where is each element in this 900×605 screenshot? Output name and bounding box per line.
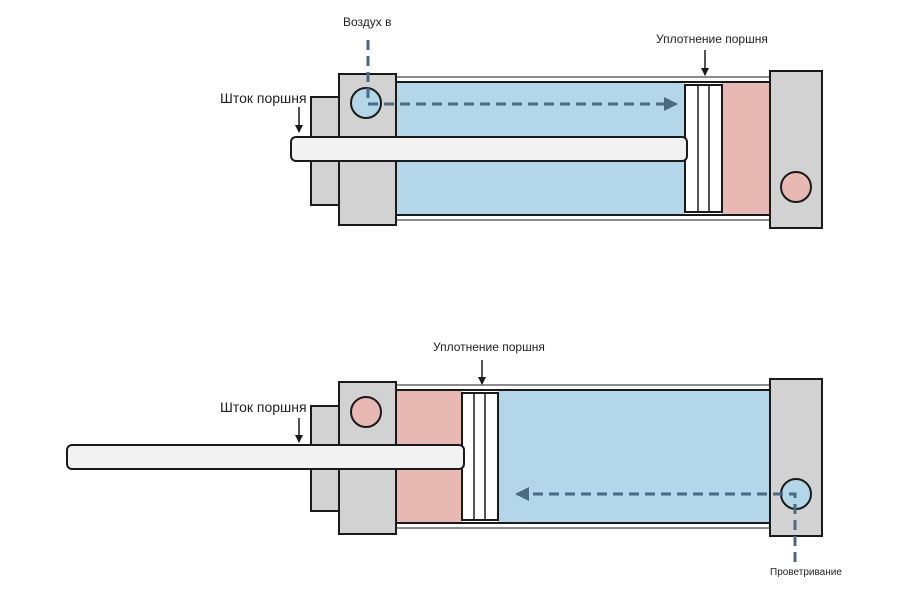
vent-chamber [722, 82, 770, 215]
flow-arrow-icon [366, 40, 678, 111]
top-piston-seal-label: Уплотнение поршня [656, 32, 768, 46]
vent-label: Проветривание [770, 567, 842, 578]
vent-port-icon [350, 396, 382, 428]
bottom-piston-rod-label: Шток поршня [220, 399, 307, 415]
piston-rod [290, 136, 688, 162]
piston [684, 84, 723, 213]
top-piston-rod-label: Шток поршня [220, 90, 307, 106]
piston [461, 392, 499, 521]
flow-arrow-icon [515, 487, 797, 562]
top-cylinder [290, 40, 823, 229]
piston-rod [66, 444, 465, 470]
vent-port-icon [780, 171, 812, 203]
air-in-label: Воздух в [343, 15, 392, 29]
air-chamber [498, 390, 770, 523]
air-inlet-port-icon [350, 87, 382, 119]
bottom-piston-seal-label: Уплотнение поршня [433, 340, 545, 354]
rear-end-cap [769, 70, 823, 229]
bottom-cylinder [66, 360, 823, 562]
